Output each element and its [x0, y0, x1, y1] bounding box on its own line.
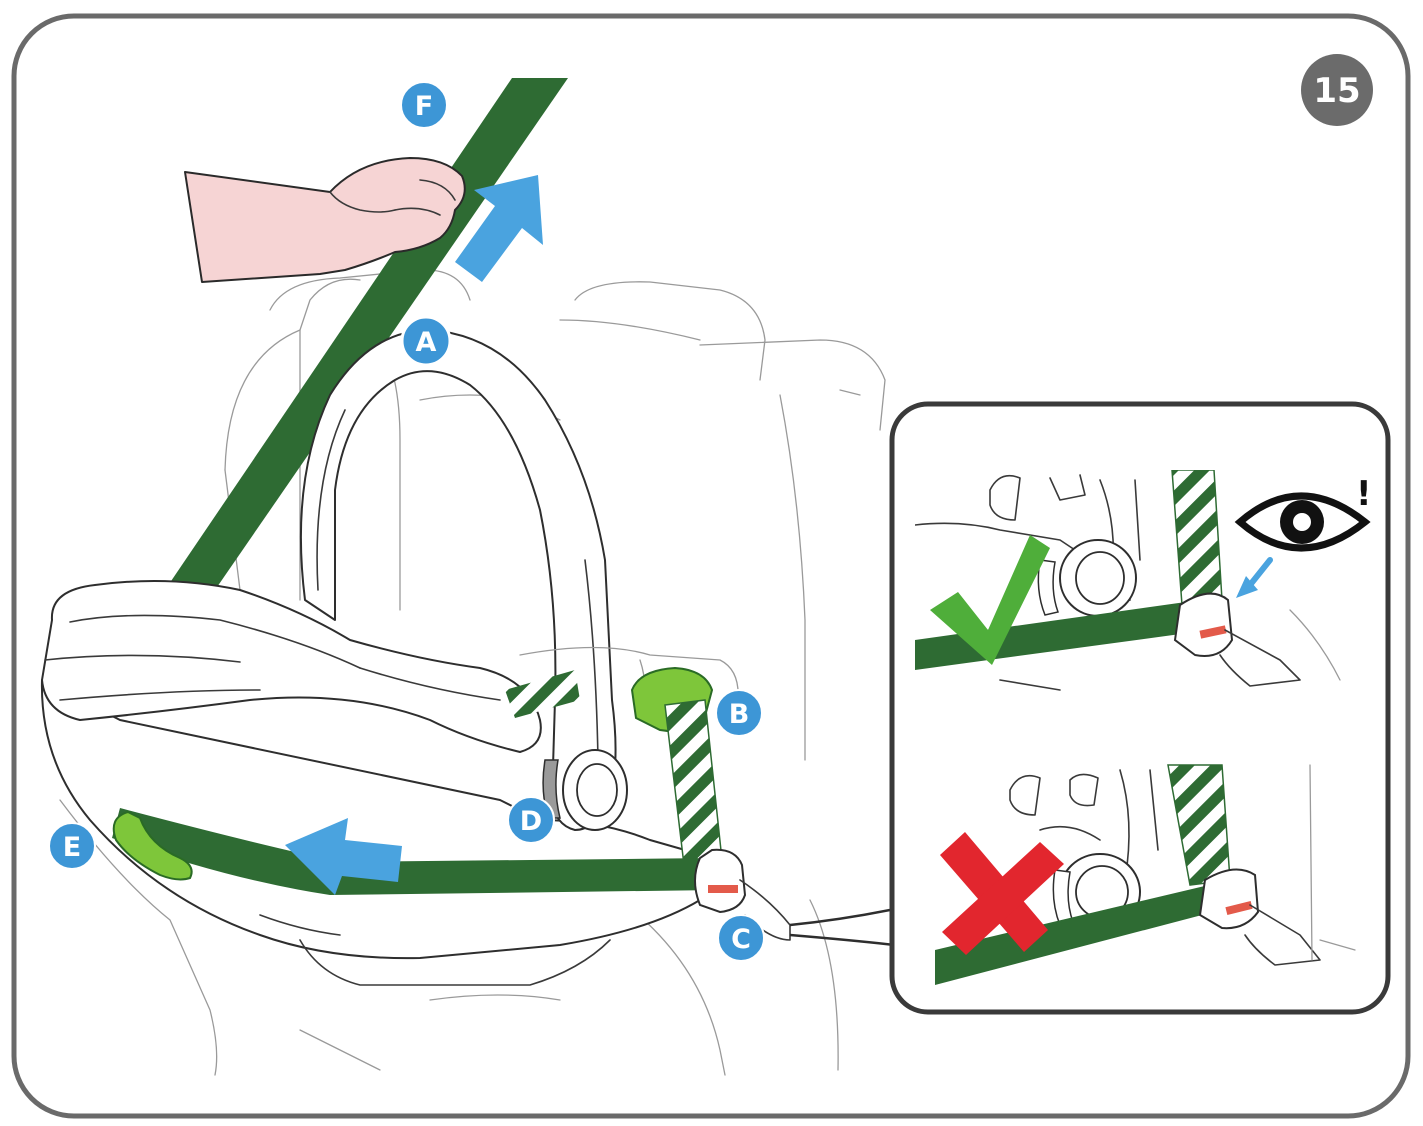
step-badge — [1301, 54, 1373, 126]
marker-b: B — [715, 689, 763, 737]
inset-connector — [789, 908, 896, 947]
marker-c: C — [717, 914, 765, 962]
marker-d-label: D — [520, 806, 542, 837]
lap-belt — [112, 808, 718, 895]
hand-icon — [184, 157, 466, 283]
marker-f-label: F — [415, 91, 433, 122]
step-number: 15 — [1313, 71, 1360, 111]
marker-e-label: E — [63, 832, 81, 863]
marker-f: F — [400, 81, 448, 129]
marker-c-label: C — [731, 924, 751, 955]
pull-left-arrow-icon — [285, 818, 402, 895]
eye-icon — [1234, 492, 1371, 552]
belt-guide-e — [112, 810, 193, 881]
check-icon — [930, 535, 1050, 665]
cross-icon — [940, 832, 1064, 955]
pull-up-arrow-icon — [455, 175, 543, 282]
marker-a-label: A — [416, 327, 437, 358]
detail-inset — [889, 401, 1391, 1015]
look-arrow-icon — [1247, 557, 1273, 588]
shoulder-belt — [165, 78, 568, 590]
marker-a: A — [400, 315, 452, 367]
marker-d: D — [507, 796, 555, 844]
marker-b-label: B — [729, 699, 750, 730]
inset-incorrect — [935, 764, 1356, 985]
striped-belt-segment — [505, 670, 580, 718]
alert-mark: ! — [1356, 474, 1372, 514]
marker-e: E — [48, 822, 96, 870]
